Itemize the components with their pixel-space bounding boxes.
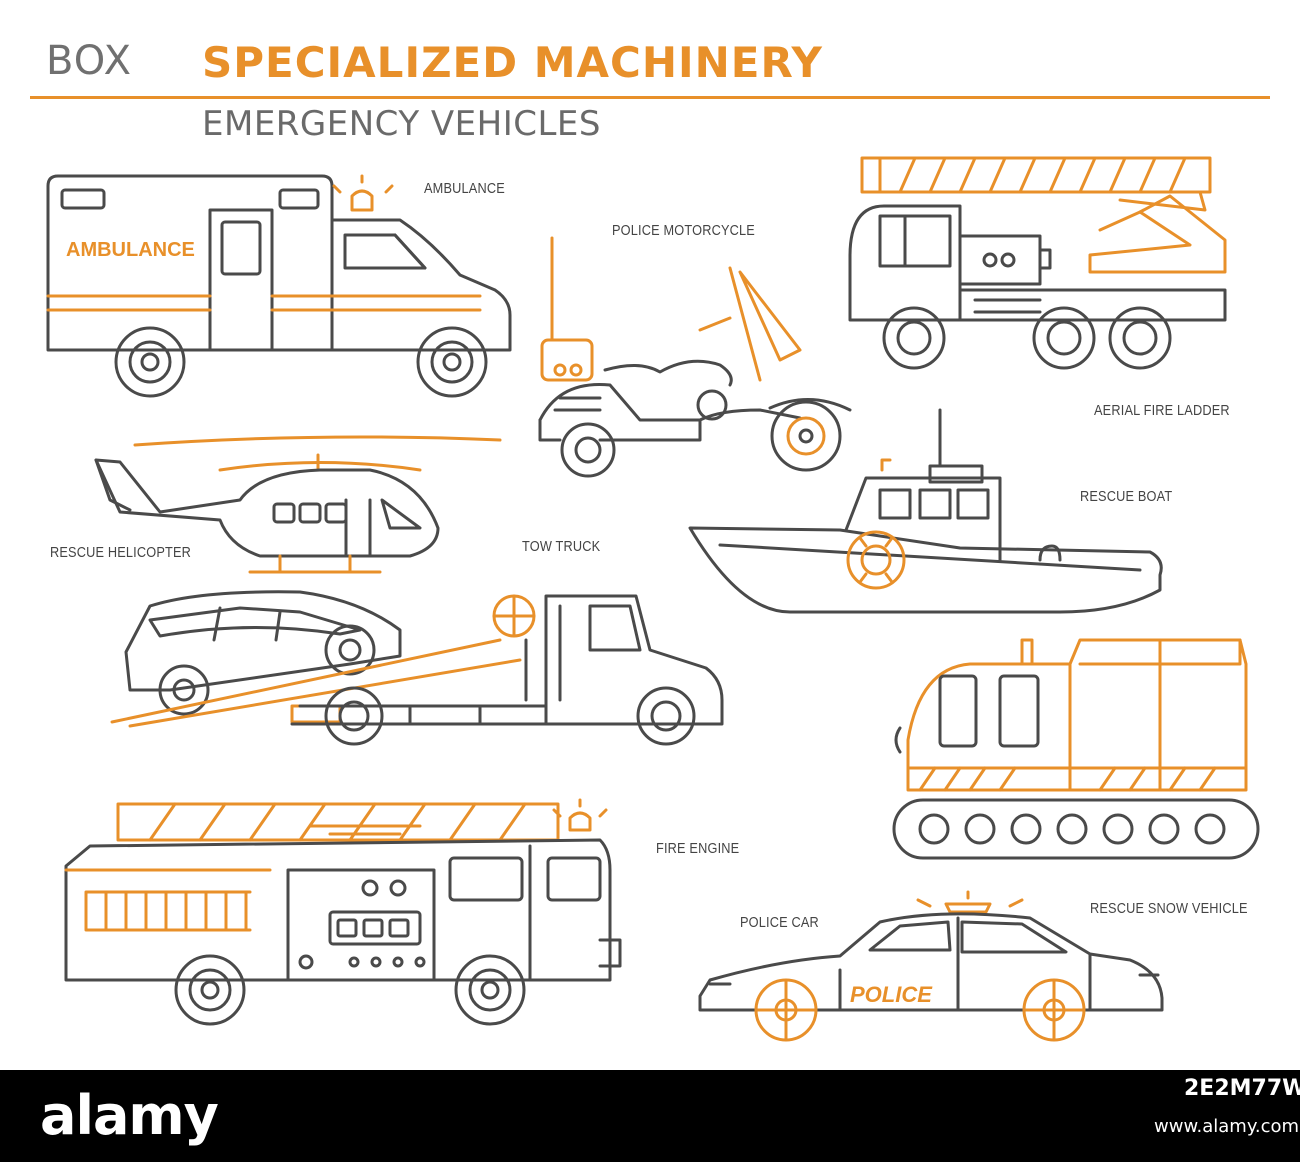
image-id: 2E2M77W xyxy=(1184,1076,1300,1101)
site-url: www.alamy.com xyxy=(1154,1116,1300,1137)
police-motorcycle-icon xyxy=(538,236,852,478)
brand-name: alamy xyxy=(40,1084,219,1147)
label-rescue-snow-vehicle: RESCUE SNOW VEHICLE xyxy=(1090,900,1248,917)
label-ambulance: AMBULANCE xyxy=(424,180,505,197)
watermark-footer: alamy 2E2M77W www.alamy.com xyxy=(0,1070,1300,1162)
label-rescue-boat: RESCUE BOAT xyxy=(1080,488,1173,505)
page-title: SPECIALIZED MACHINERY xyxy=(202,38,823,87)
ambulance-side-text: AMBULANCE xyxy=(66,239,195,261)
label-tow-truck: TOW TRUCK xyxy=(522,538,601,555)
rescue-helicopter-icon xyxy=(94,435,502,574)
police-car-icon xyxy=(698,890,1164,1042)
fire-engine-icon xyxy=(64,798,622,1026)
aerial-fire-ladder-icon xyxy=(848,156,1227,370)
label-police-motorcycle: POLICE MOTORCYCLE xyxy=(612,222,755,239)
tow-truck-icon xyxy=(110,590,724,746)
label-fire-engine: FIRE ENGINE xyxy=(656,840,740,857)
label-rescue-helicopter: RESCUE HELICOPTER xyxy=(50,544,192,561)
rescue-snow-vehicle-icon xyxy=(892,638,1260,860)
rescue-boat-icon xyxy=(688,408,1163,614)
illustration-sheet: BOX SPECIALIZED MACHINERY EMERGENCY VEHI… xyxy=(30,38,1270,1042)
box-label: BOX xyxy=(46,38,133,84)
page-subtitle: EMERGENCY VEHICLES xyxy=(202,104,601,144)
title-divider xyxy=(30,96,1270,99)
police-side-text: POLICE xyxy=(850,982,933,1007)
brand-logo: alamy xyxy=(40,1084,219,1147)
label-aerial-fire-ladder: AERIAL FIRE LADDER xyxy=(1094,402,1230,419)
vehicles-artwork: AMBULANCE xyxy=(46,156,1260,1042)
label-police-car: POLICE CAR xyxy=(740,914,819,931)
ambulance-icon xyxy=(46,174,512,398)
